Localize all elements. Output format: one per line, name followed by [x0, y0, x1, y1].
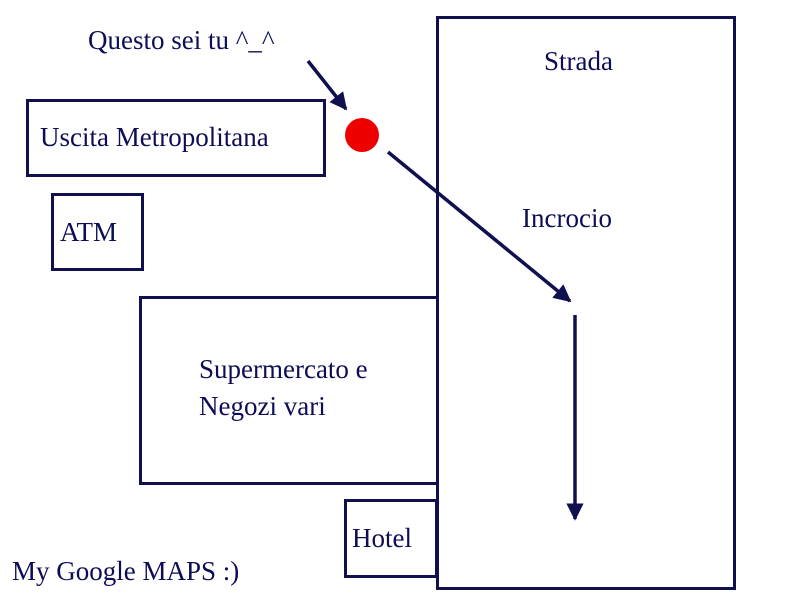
- footer-title: My Google MAPS :): [12, 556, 240, 586]
- supermarket-label-line1: Supermercato e: [199, 354, 368, 384]
- street-area: [436, 16, 736, 590]
- atm-label: ATM: [60, 217, 118, 247]
- supermarket-box: [139, 296, 439, 485]
- supermarket-label-line2: Negozi vari: [199, 391, 326, 421]
- street-label: Strada: [544, 46, 613, 76]
- hotel-box: [344, 499, 438, 578]
- metro-exit-label: Uscita Metropolitana: [40, 122, 269, 152]
- hotel-label: Hotel: [352, 523, 412, 553]
- metro-exit-box: [26, 99, 326, 177]
- intersection-label: Incrocio: [522, 203, 612, 233]
- atm-box: [51, 193, 144, 271]
- you-are-here-caption: Questo sei tu ^_^: [88, 25, 275, 55]
- you-are-here-marker: [345, 118, 379, 152]
